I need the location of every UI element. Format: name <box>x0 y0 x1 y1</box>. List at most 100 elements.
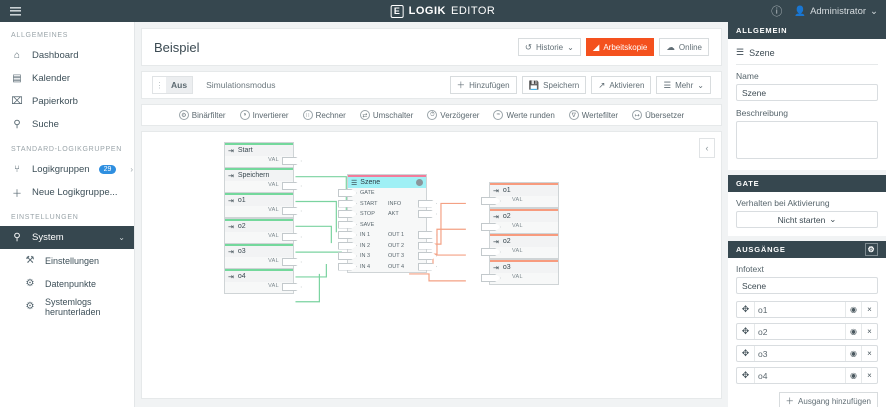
sidebar-item-kalender[interactable]: ▤ Kalender <box>0 67 134 90</box>
input-port[interactable] <box>338 231 357 239</box>
output-port[interactable] <box>282 233 302 241</box>
input-port[interactable] <box>481 274 501 282</box>
eye-icon[interactable]: ◉ <box>850 305 857 314</box>
sidebar-item-datenpunkte[interactable]: ⚙ Datenpunkte <box>0 272 134 295</box>
collapse-panel-button[interactable]: ‹ <box>699 138 715 158</box>
infotext-input[interactable] <box>736 277 878 294</box>
help-icon[interactable]: ⓘ <box>771 6 783 18</box>
eye-icon[interactable]: ◉ <box>850 371 857 380</box>
output-port[interactable] <box>418 262 437 271</box>
speichern-button[interactable]: 💾 Speichern <box>521 76 587 94</box>
palette-item-rechner[interactable]: ∷ Rechner <box>302 110 346 120</box>
drag-handle-icon[interactable]: ✥ <box>741 326 750 336</box>
input-port[interactable] <box>338 220 357 229</box>
output-row[interactable]: ✥ o2 ◉ × <box>736 323 878 340</box>
flow-input-node[interactable]: ⇥ Start VAL <box>224 142 302 168</box>
input-port[interactable] <box>481 248 501 256</box>
input-port[interactable] <box>481 197 501 205</box>
input-port[interactable] <box>338 252 357 260</box>
input-port[interactable] <box>338 241 357 250</box>
hamburger-icon[interactable] <box>4 0 26 22</box>
simulation-toggle[interactable]: ⋮ Aus <box>152 76 194 94</box>
output-port[interactable] <box>418 241 437 250</box>
output-port[interactable] <box>418 210 437 218</box>
invertierer-icon: ◑ <box>239 110 250 120</box>
umschalter-icon: ⇄ <box>359 110 370 120</box>
historie-button[interactable]: ↺ Historie ⌄ <box>517 38 581 56</box>
output-port[interactable] <box>282 207 302 215</box>
online-button[interactable]: ☁ Online <box>659 38 709 56</box>
flow-input-node[interactable]: ⇥ Speichern VAL <box>224 167 302 193</box>
flow-output-node[interactable]: ⇥ o3 VAL <box>481 259 559 285</box>
node-accent-bar <box>225 168 293 170</box>
sidebar-item-papierkorb[interactable]: ⌧ Papierkorb <box>0 90 134 113</box>
output-port[interactable] <box>418 231 437 239</box>
info-icon[interactable] <box>416 179 423 186</box>
sidebar-item-systemlogs[interactable]: ⚙ Systemlogs herunterladen <box>0 295 134 318</box>
sidebar-item-logikgruppen[interactable]: ⑂ Logikgruppen 29 › <box>0 158 134 181</box>
flow-input-node[interactable]: ⇥ o1 VAL <box>224 192 302 218</box>
drag-handle-icon[interactable]: ✥ <box>741 304 750 314</box>
aktivieren-button[interactable]: ↗ Aktivieren <box>591 76 652 94</box>
flow-output-node[interactable]: ⇥ o2 VAL <box>481 233 559 259</box>
close-icon[interactable]: × <box>867 349 872 358</box>
sidebar-item-suche[interactable]: ⚲ Suche <box>0 113 134 136</box>
flow-input-node[interactable]: ⇥ o4 VAL <box>224 268 302 294</box>
output-port[interactable] <box>282 157 302 165</box>
flow-output-node[interactable]: ⇥ o1 VAL <box>481 182 559 208</box>
output-label: AKT <box>388 211 399 218</box>
palette-item-binaerfilter[interactable]: ⚙ Binärfilter <box>178 110 226 120</box>
input-icon: ⇥ <box>228 273 234 281</box>
arbeitskopie-button[interactable]: ◢ Arbeitskopie <box>585 38 655 56</box>
sidebar-item-dashboard[interactable]: ⌂ Dashboard <box>0 44 134 67</box>
mehr-button[interactable]: ☰ Mehr ⌄ <box>656 76 711 94</box>
input-port[interactable] <box>338 189 357 197</box>
sidebar-item-system[interactable]: ⚲ System ⌄ <box>0 226 134 249</box>
name-input[interactable] <box>736 84 878 101</box>
port-label: VAL <box>268 157 279 163</box>
gear-icon[interactable]: ⚙ <box>865 243 878 256</box>
flow-input-node[interactable]: ⇥ o3 VAL <box>224 243 302 269</box>
eye-icon[interactable]: ◉ <box>850 327 857 336</box>
home-icon: ⌂ <box>13 50 21 61</box>
sidebar-item-label: Papierkorb <box>32 96 78 107</box>
user-menu[interactable]: 👤 Administrator ⌄ <box>794 6 878 17</box>
eye-icon[interactable]: ◉ <box>850 349 857 358</box>
drag-handle-icon[interactable]: ✥ <box>741 370 750 380</box>
palette-item-werte-runden[interactable]: ≈ Werte runden <box>493 110 555 120</box>
output-port[interactable] <box>282 283 302 291</box>
output-row[interactable]: ✥ o1 ◉ × <box>736 301 878 318</box>
palette-item-uebersetzer[interactable]: ↦ Übersetzer <box>632 110 684 120</box>
ausgang-hinzufuegen-button[interactable]: ＋ Ausgang hinzufügen <box>778 392 878 407</box>
drag-handle-icon[interactable]: ✥ <box>741 348 750 358</box>
output-port[interactable] <box>418 252 437 260</box>
sidebar-badge-count: 29 <box>98 165 117 174</box>
output-port[interactable] <box>282 258 302 266</box>
input-port[interactable] <box>481 223 501 231</box>
close-icon[interactable]: × <box>867 305 872 314</box>
input-port[interactable] <box>338 199 357 208</box>
palette-item-wertefilter[interactable]: ∇ Wertefilter <box>568 110 618 120</box>
palette-item-umschalter[interactable]: ⇄ Umschalter <box>359 110 413 120</box>
output-port[interactable] <box>418 199 437 208</box>
output-row[interactable]: ✥ o3 ◉ × <box>736 345 878 362</box>
sidebar-item-einstellungen[interactable]: ⚒ Einstellungen <box>0 249 134 272</box>
input-port[interactable] <box>338 262 357 271</box>
sidebar: ALLGEMEINES ⌂ Dashboard ▤ Kalender ⌧ Pap… <box>0 22 135 407</box>
input-port[interactable] <box>338 210 357 218</box>
flow-input-node[interactable]: ⇥ o2 VAL <box>224 218 302 244</box>
close-icon[interactable]: × <box>867 371 872 380</box>
close-icon[interactable]: × <box>867 327 872 336</box>
palette-item-verzoegerer[interactable]: ⏱ Verzögerer <box>427 110 479 120</box>
output-port[interactable] <box>282 182 302 190</box>
node-header: ⇥ o2 <box>490 211 558 222</box>
hinzufuegen-button[interactable]: ＋ Hinzufügen <box>449 76 517 94</box>
gate-behavior-select[interactable]: Nicht starten ⌄ <box>736 211 878 228</box>
description-textarea[interactable] <box>736 121 878 159</box>
flow-output-node[interactable]: ⇥ o2 VAL <box>481 208 559 234</box>
sidebar-item-neue-logikgruppe[interactable]: ＋ Neue Logikgruppe... <box>0 181 134 204</box>
palette-item-invertierer[interactable]: ◑ Invertierer <box>239 110 289 120</box>
flow-canvas[interactable]: ⇥ Start VAL ⇥ Speichern VAL <box>141 131 722 399</box>
output-row[interactable]: ✥ o4 ◉ × <box>736 367 878 384</box>
